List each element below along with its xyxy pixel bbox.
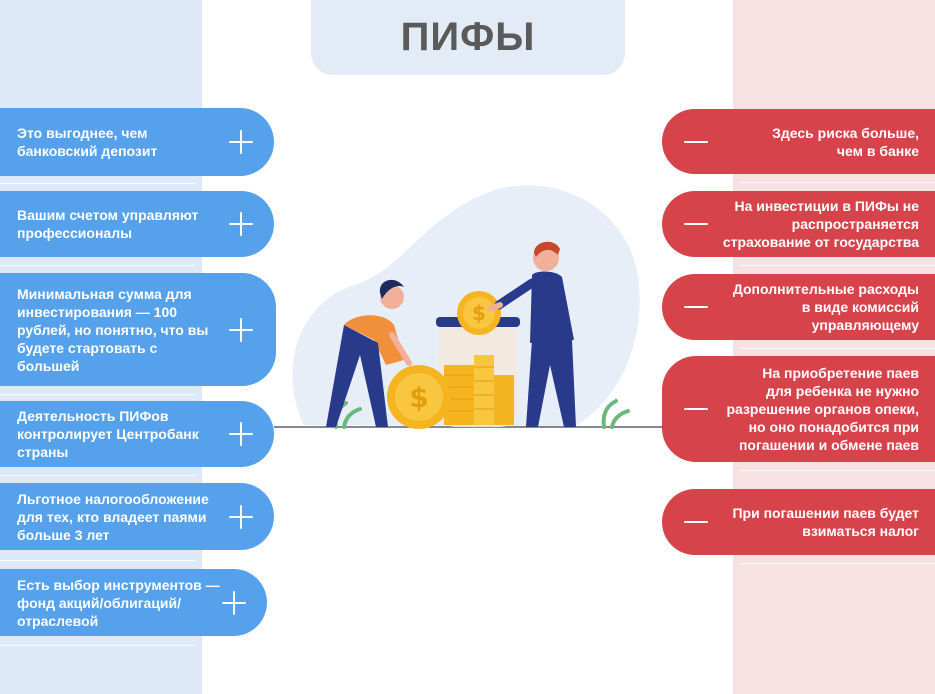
con-card-3: Дополнительные расходы в виде комиссий у… bbox=[662, 274, 935, 340]
plus-icon bbox=[229, 130, 253, 154]
pro-card-5: Льготное налогообложение для тех, кто вл… bbox=[0, 483, 274, 550]
pro-card-3: Минимальная сумма для инвестирования — 1… bbox=[0, 273, 276, 386]
page-title: ПИФЫ bbox=[400, 15, 536, 59]
plus-icon bbox=[229, 504, 253, 529]
divider bbox=[0, 183, 195, 184]
con-text: Здесь риска больше, чем в банке bbox=[772, 124, 919, 159]
minus-icon bbox=[684, 212, 708, 236]
pro-text: Минимальная сумма для инвестирования — 1… bbox=[17, 285, 209, 374]
con-card-4: На приобретение паев для ребенка не нужн… bbox=[662, 356, 935, 462]
con-card-2: На инвестиции в ПИФы не распространяется… bbox=[662, 191, 935, 257]
investment-illustration: $ $ bbox=[274, 185, 664, 429]
pro-card-6: Есть выбор инструментов — фонд акций/обл… bbox=[0, 569, 267, 636]
pro-text: Вашим счетом управляют профессионалы bbox=[17, 207, 199, 241]
plus-icon bbox=[229, 212, 253, 236]
pro-text: Льготное налогообложение для тех, кто вл… bbox=[17, 490, 209, 543]
divider bbox=[740, 348, 935, 349]
divider bbox=[0, 475, 195, 476]
pro-card-1: Это выгоднее, чем банковский депозит bbox=[0, 108, 274, 176]
pro-text: Деятельность ПИФов контролирует Центроба… bbox=[17, 408, 199, 460]
pro-card-2: Вашим счетом управляют профессионалы bbox=[0, 191, 274, 257]
divider bbox=[740, 563, 935, 564]
con-text: При погашении паев будет взиматься налог bbox=[732, 505, 919, 539]
minus-icon bbox=[684, 295, 708, 319]
minus-icon bbox=[684, 397, 708, 421]
divider bbox=[740, 470, 935, 471]
title-panel: ПИФЫ bbox=[311, 0, 625, 75]
divider bbox=[0, 560, 195, 561]
divider bbox=[0, 265, 195, 266]
pro-text: Это выгоднее, чем банковский депозит bbox=[17, 125, 158, 159]
con-text: Дополнительные расходы в виде комиссий у… bbox=[732, 281, 919, 333]
svg-text:$: $ bbox=[472, 301, 486, 325]
plus-icon bbox=[222, 590, 246, 615]
plus-icon bbox=[229, 422, 253, 446]
minus-icon bbox=[684, 130, 708, 154]
con-card-5: При погашении паев будет взиматься налог bbox=[662, 489, 935, 555]
pro-text: Есть выбор инструментов — фонд акций/обл… bbox=[17, 576, 220, 629]
pro-card-4: Деятельность ПИФов контролирует Центроба… bbox=[0, 401, 274, 467]
plus-icon bbox=[229, 317, 253, 342]
con-text: На приобретение паев для ребенка не нужн… bbox=[726, 365, 919, 453]
divider bbox=[740, 182, 935, 183]
right-background-band bbox=[733, 0, 935, 694]
minus-icon bbox=[684, 510, 708, 534]
divider bbox=[740, 265, 935, 266]
con-text: На инвестиции в ПИФы не распространяется… bbox=[722, 198, 919, 250]
divider bbox=[0, 394, 195, 395]
divider bbox=[0, 645, 195, 646]
con-card-1: Здесь риска больше, чем в банке bbox=[662, 109, 935, 174]
svg-text:$: $ bbox=[409, 381, 428, 414]
